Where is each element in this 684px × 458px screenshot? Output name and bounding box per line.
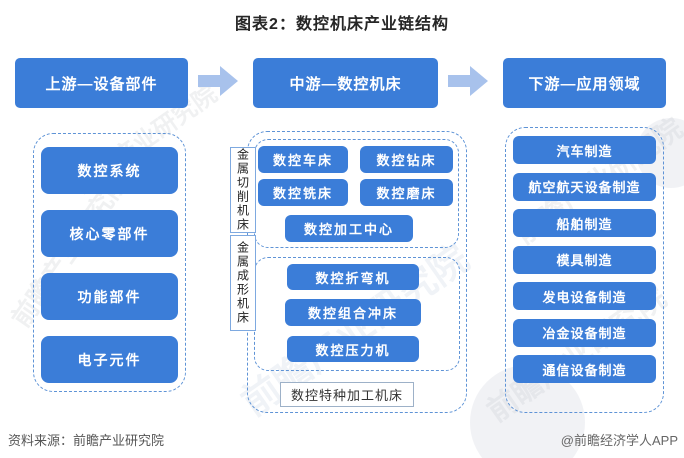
downstream-item: 汽车制造 <box>513 136 656 164</box>
upstream-container: 数控系统 核心零部件 功能部件 电子元件 <box>33 133 186 392</box>
midstream-item: 数控车床 <box>258 146 348 173</box>
upstream-item: 功能部件 <box>41 273 178 320</box>
midstream-item: 数控钻床 <box>360 146 453 173</box>
upstream-item: 数控系统 <box>41 147 178 194</box>
downstream-item: 船舶制造 <box>513 209 656 237</box>
source-note: 资料来源：前瞻产业研究院 <box>8 433 165 448</box>
midstream-item: 数控加工中心 <box>285 215 413 242</box>
downstream-header: 下游—应用领域 <box>503 58 666 108</box>
downstream-item: 冶金设备制造 <box>513 318 656 347</box>
special-machining-box: 数控特种加工机床 <box>280 382 414 407</box>
downstream-item: 模具制造 <box>513 245 656 274</box>
metal-cutting-label: 金属切削机床 <box>230 147 256 233</box>
midstream-item: 数控压力机 <box>287 336 419 362</box>
downstream-item: 通信设备制造 <box>513 355 656 383</box>
midstream-header: 中游—数控机床 <box>253 58 438 108</box>
midstream-item: 数控磨床 <box>360 179 453 206</box>
credit-note: @前瞻经济学人APP <box>560 433 678 448</box>
upstream-header: 上游—设备部件 <box>15 58 188 108</box>
downstream-container: 汽车制造 航空航天设备制造 船舶制造 模具制造 发电设备制造 冶金设备制造 通信… <box>505 127 664 413</box>
midstream-item: 数控组合冲床 <box>285 299 421 326</box>
downstream-item: 航空航天设备制造 <box>513 172 656 201</box>
arrow-right-icon <box>448 66 488 96</box>
midstream-item: 数控折弯机 <box>287 264 419 290</box>
downstream-item: 发电设备制造 <box>513 282 656 310</box>
upstream-item: 核心零部件 <box>41 210 178 257</box>
midstream-item: 数控铣床 <box>258 179 348 206</box>
page-title: 图表2：数控机床产业链结构 <box>235 16 449 33</box>
metal-forming-label: 金属成形机床 <box>230 235 256 331</box>
arrow-right-icon <box>198 66 238 96</box>
upstream-item: 电子元件 <box>41 336 178 383</box>
